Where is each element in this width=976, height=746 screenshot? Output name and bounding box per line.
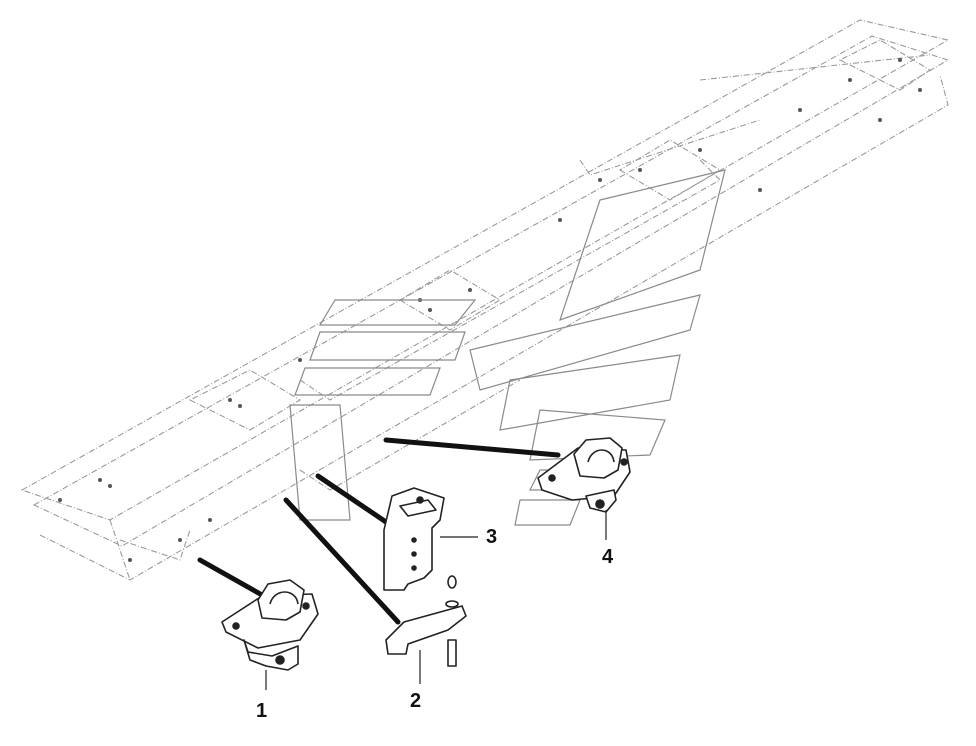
part-4-spring-bracket — [537, 437, 631, 540]
projection-panels — [289, 169, 726, 526]
part-1-spring-bracket — [221, 579, 319, 690]
callout-3: 3 — [486, 526, 498, 548]
chassis-frame — [20, 19, 950, 581]
part-2-strap-plate — [385, 575, 467, 684]
leader-lines — [197, 437, 561, 625]
callout-1: 1 — [256, 700, 268, 722]
part-3-upright-bracket — [383, 487, 478, 591]
callout-4: 4 — [602, 546, 614, 568]
callout-2: 2 — [410, 690, 422, 712]
frame-fastener-dots — [58, 58, 922, 562]
